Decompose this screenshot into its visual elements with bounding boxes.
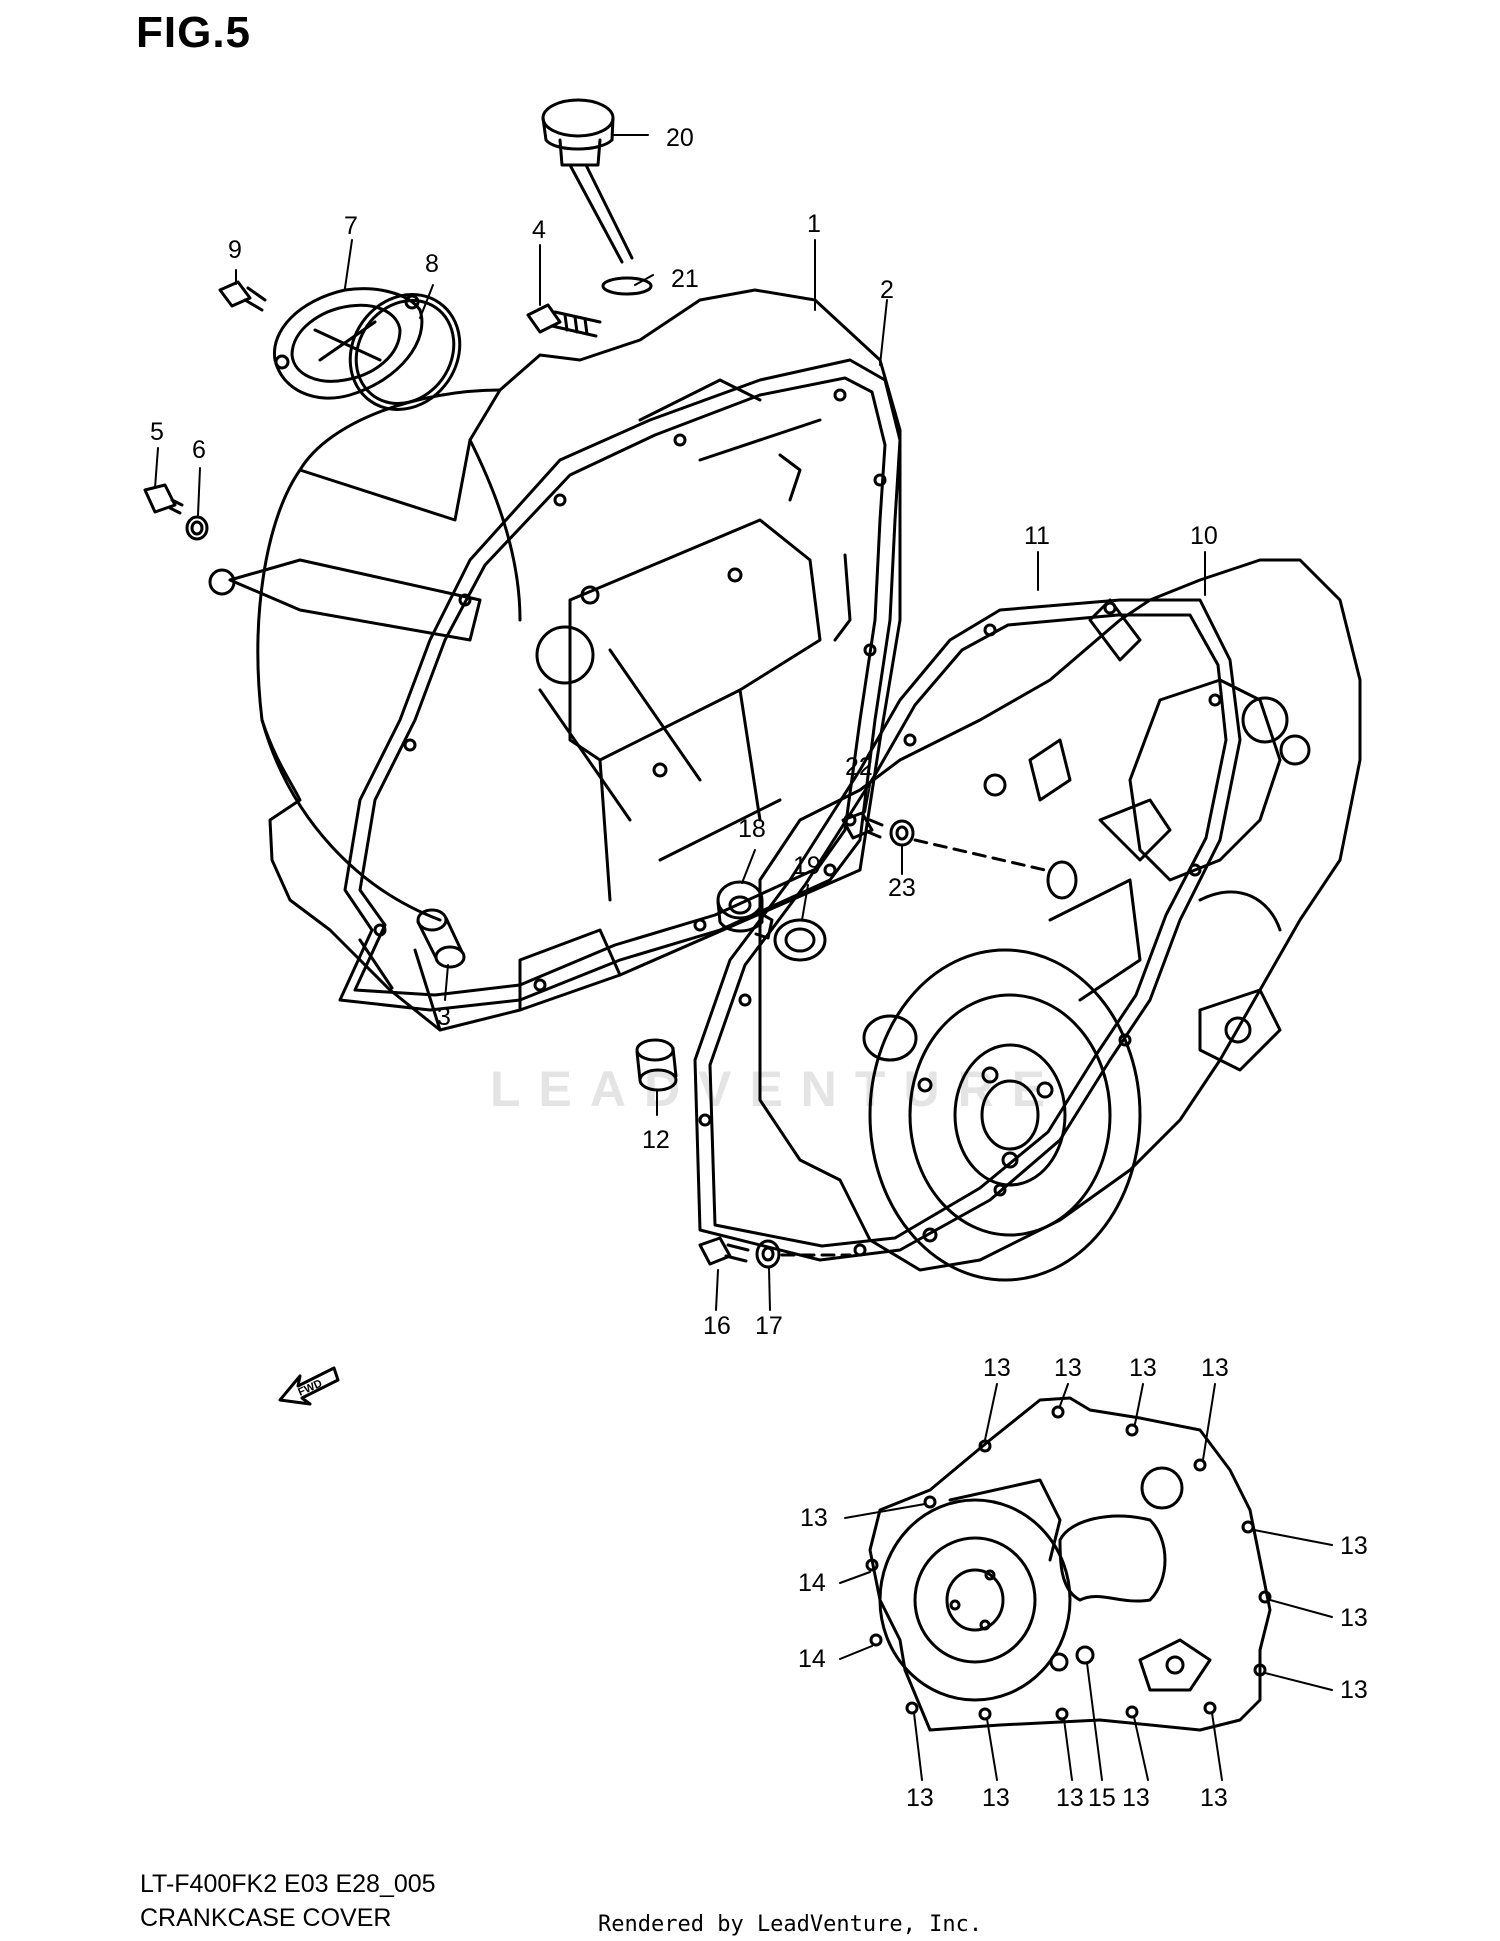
callout-13-bottom-2: 13 [982,1784,1010,1812]
callout-13-bottom-1: 13 [906,1784,934,1812]
callout-13-bottom-3: 13 [1056,1784,1084,1812]
leader-lines [154,134,1333,1781]
callout-8: 8 [425,250,439,278]
plug-18 [716,880,774,940]
figure-title: FIG.5 [136,8,252,57]
callout-5: 5 [150,418,164,446]
callout-13-right-3: 13 [1340,1676,1368,1704]
bolt-4 [526,303,602,338]
plug-bolt-5 [143,483,184,515]
callout-4: 4 [532,216,546,244]
callout-12: 12 [642,1126,670,1154]
inset-cover-bolt-locations [865,1396,1272,1732]
callout-13-left: 13 [800,1504,828,1532]
callout-16: 16 [703,1312,731,1340]
callout-1: 1 [807,210,821,238]
fwd-direction-arrow [278,1366,340,1406]
callout-20: 20 [666,124,694,152]
callout-9: 9 [228,236,242,264]
bolt-9 [218,280,267,312]
oil-seal-19 [773,918,827,962]
o-ring-8-inner [354,298,456,406]
watermark-text: LEADVENTURE [490,1061,1064,1117]
callout-7: 7 [344,212,358,240]
inspection-cover-7 [272,287,424,400]
callout-11: 11 [1024,522,1050,550]
callout-23: 23 [888,874,916,902]
callout-13-top-2: 13 [1054,1354,1082,1382]
bolt-22 [841,811,884,840]
callout-13-right-2: 13 [1340,1604,1368,1632]
diagram-code: LT-F400FK2 E03 E28_005 [140,1870,436,1898]
callout-13-top-4: 13 [1201,1354,1229,1382]
callout-14-upper: 14 [798,1569,826,1597]
oil-filler-cap-20 [541,98,634,264]
callout-13-bottom-4: 13 [1122,1784,1150,1812]
crankcase-cover-left-gasket [338,358,902,1012]
callout-6: 6 [192,436,206,464]
callout-17: 17 [755,1312,783,1340]
callout-15: 15 [1088,1784,1116,1812]
washer-17 [755,1239,781,1269]
o-ring-8 [348,293,462,411]
diagram-name: CRANKCASE COVER [140,1904,392,1932]
callout-22: 22 [845,753,873,781]
callout-10: 10 [1190,522,1218,550]
callout-14-lower: 14 [798,1645,826,1673]
rendered-by-credit: Rendered by LeadVenture, Inc. [598,1912,983,1937]
dowel-pin-12 [635,1038,678,1092]
callout-3: 3 [437,1003,451,1031]
callout-21: 21 [671,265,699,293]
bolt-16 [698,1236,750,1266]
washer-23 [889,819,915,847]
crankcase-cover-right [758,558,1362,1282]
callout-2: 2 [880,276,894,304]
part-number-callouts: 20 21 1 2 4 7 8 9 5 6 3 11 10 22 18 19 2… [150,124,1368,1812]
callout-13-top-1: 13 [983,1354,1011,1382]
callout-19: 19 [793,852,821,880]
callout-13-top-3: 13 [1129,1354,1157,1382]
callout-13-bottom-5: 13 [1200,1784,1228,1812]
callout-13-right-1: 13 [1340,1532,1368,1560]
dowel-pin-3 [416,908,466,969]
o-ring-21 [601,276,653,296]
washer-6 [185,515,209,541]
callout-18: 18 [738,815,766,843]
crankcase-cover-right-gasket [693,598,1242,1262]
